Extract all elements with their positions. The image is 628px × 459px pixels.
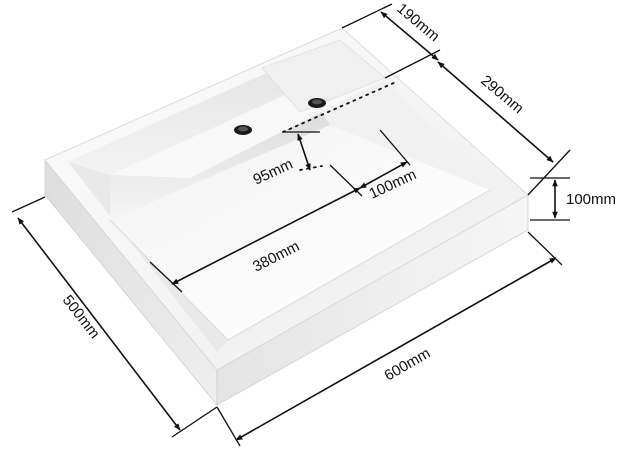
dimension-190-label: 190mm xyxy=(393,0,442,45)
dimension-100-height-label: 100mm xyxy=(566,191,616,208)
dimension-290-label: 290mm xyxy=(477,72,526,117)
shelf-dotted-line xyxy=(282,81,397,133)
dimension-100-height: 100mm xyxy=(530,177,616,221)
dimension-600-label: 600mm xyxy=(382,345,434,385)
basin-shelf-step xyxy=(110,112,330,220)
